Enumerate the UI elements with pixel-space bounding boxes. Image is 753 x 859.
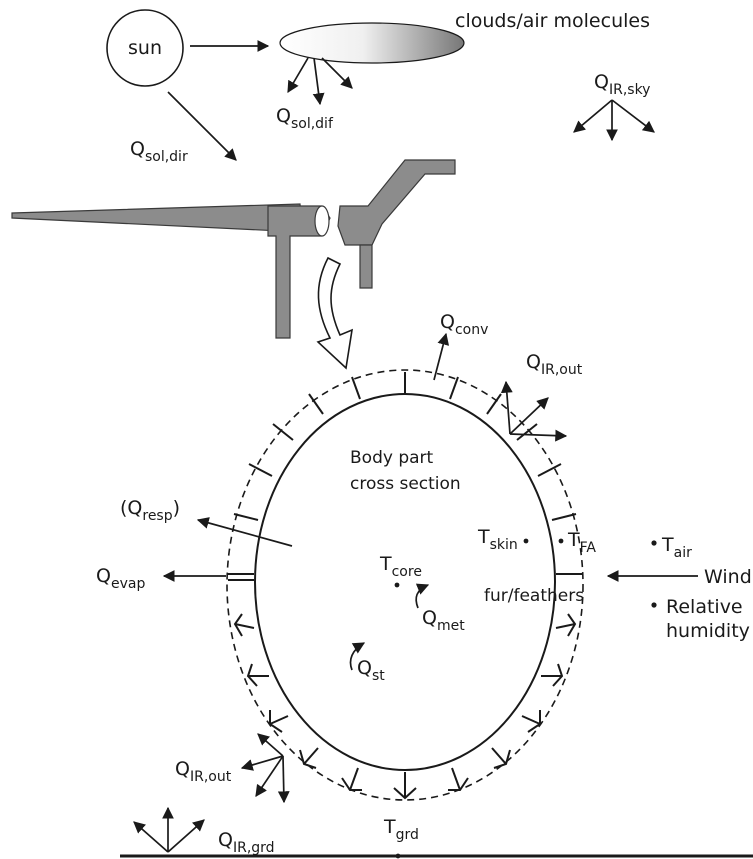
humidity-label: humidity [666,620,750,642]
fur-feathers-label: fur/feathers [484,586,584,606]
q-resp-label: (Qresp) [120,497,180,524]
q-sol-dif-label: Qsol,dif [276,105,334,132]
relative-label: Relative [666,596,743,618]
t-grd-label: Tgrd [383,816,419,843]
ground-ir-arrows [134,808,204,852]
t-core-point [395,583,400,588]
clouds-label: clouds/air molecules [455,10,650,32]
sun-label: sun [128,37,162,59]
t-air-label: Tair [661,534,692,561]
convection-arrow [434,334,446,380]
t-skin-point [524,539,529,544]
ir-out-top-arrows [506,382,566,436]
t-fa-label: TFA [567,529,596,556]
diffuse-solar-arrows [288,58,352,104]
q-evap-label: Qevap [96,565,145,592]
q-conv-label: Qconv [440,311,488,338]
body-part-label-line2: cross section [350,474,461,494]
t-air-bullet [651,540,656,545]
q-ir-out-bottom-label: QIR,out [175,758,232,785]
t-fa-point [559,539,564,544]
sky-ir-arrows [574,100,654,140]
wind-label: Wind [704,566,752,588]
q-ir-sky-label: QIR,sky [594,71,650,98]
wing-illustration [12,160,455,338]
body-part-label-line1: Body part [350,448,434,468]
q-sol-dir-label: Qsol,dir [130,138,188,165]
zoom-arrow [318,258,352,368]
q-ir-grd-label: QIR,grd [218,829,275,856]
cloud-shape [280,23,464,63]
ir-out-bottom-arrows [242,734,284,802]
humidity-bullet [651,602,656,607]
q-ir-out-top-label: QIR,out [526,351,583,378]
